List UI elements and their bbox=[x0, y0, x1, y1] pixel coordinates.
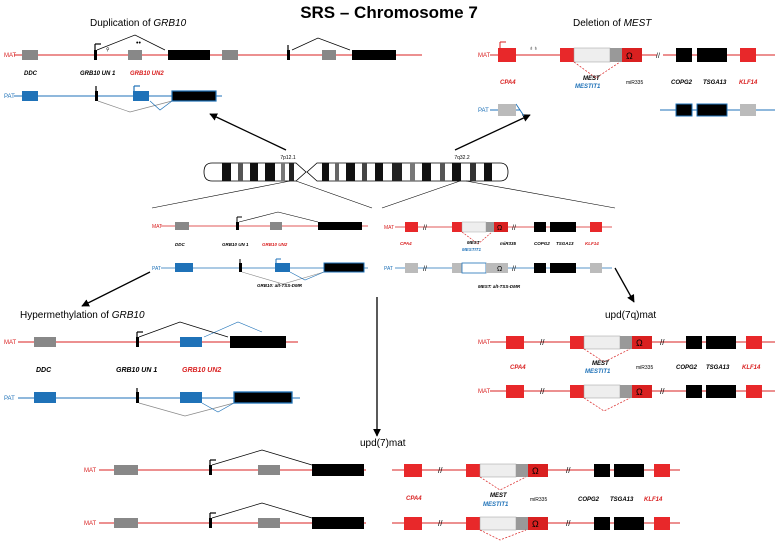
upd7-mat-panel: MAT // Ω // CPA4 MEST MESTIT1 miR335 COP… bbox=[84, 449, 680, 541]
svg-text:Ω: Ω bbox=[532, 466, 539, 476]
svg-text:TSGA13: TSGA13 bbox=[706, 365, 730, 371]
svg-text:MAT: MAT bbox=[478, 389, 491, 395]
svg-text:COPG2: COPG2 bbox=[534, 241, 550, 246]
mat-label: MAT bbox=[4, 53, 17, 59]
svg-text:GRB10: alt-TSS-DMR: GRB10: alt-TSS-DMR bbox=[257, 283, 303, 288]
svg-text://: // bbox=[512, 266, 516, 273]
svg-text:GRB10 UN2: GRB10 UN2 bbox=[130, 71, 164, 77]
svg-text:PAT: PAT bbox=[384, 266, 393, 272]
mir335-omega-icon: Ω bbox=[626, 51, 633, 61]
svg-text:KLF14: KLF14 bbox=[739, 80, 758, 86]
svg-text:MAT: MAT bbox=[152, 224, 162, 230]
hypermethylation-grb10-panel: MAT DDC GRB10 UN 1 GRB10 UN2 PAT bbox=[4, 321, 300, 417]
methyl-dots-icon: •• bbox=[136, 40, 141, 47]
svg-text:Ω: Ω bbox=[532, 519, 539, 529]
svg-text:MEST: MEST bbox=[592, 361, 610, 367]
svg-text:KLF14: KLF14 bbox=[742, 365, 761, 371]
svg-text:GRB10 UN2: GRB10 UN2 bbox=[262, 242, 288, 247]
svg-text:miR335: miR335 bbox=[626, 80, 643, 86]
svg-text:KLF14: KLF14 bbox=[644, 497, 663, 503]
arrow-to-deletion bbox=[454, 114, 531, 151]
duplication-panel-title: Duplication of GRB10 bbox=[90, 18, 187, 29]
svg-text://: // bbox=[660, 338, 665, 347]
svg-text:COPG2: COPG2 bbox=[676, 365, 698, 371]
svg-text:MESTIT1: MESTIT1 bbox=[483, 502, 509, 508]
svg-text:DDC: DDC bbox=[175, 242, 185, 247]
svg-text://: // bbox=[423, 266, 427, 273]
svg-text:TSGA13: TSGA13 bbox=[610, 497, 634, 503]
svg-text:GRB10 UN2: GRB10 UN2 bbox=[182, 367, 221, 374]
arrow-to-upd7q bbox=[614, 267, 635, 303]
svg-text:miR335: miR335 bbox=[500, 241, 517, 246]
svg-text:PAT: PAT bbox=[478, 108, 489, 114]
svg-text:MAT: MAT bbox=[478, 53, 491, 59]
svg-text:MEST: alt-TSS-DMR: MEST: alt-TSS-DMR bbox=[478, 284, 521, 289]
arrow-to-duplication bbox=[209, 113, 287, 151]
pat-label: PAT bbox=[4, 94, 15, 100]
svg-text:MAT: MAT bbox=[4, 340, 17, 346]
svg-text:GRB10 UN 1: GRB10 UN 1 bbox=[222, 242, 249, 247]
ddc-exon bbox=[22, 50, 38, 60]
svg-text:MAT: MAT bbox=[478, 340, 491, 346]
svg-text:COPG2: COPG2 bbox=[671, 80, 693, 86]
svg-text:Ω: Ω bbox=[497, 266, 502, 273]
svg-text:Ω: Ω bbox=[636, 338, 643, 348]
svg-text:CPA4: CPA4 bbox=[500, 80, 516, 86]
svg-text://: // bbox=[438, 519, 443, 528]
svg-text:GRB10 UN 1: GRB10 UN 1 bbox=[80, 71, 116, 77]
duplication-grb10-panel: MAT ⚲ •• DDC GRB10 UN 1 GRB10 UN2 PAT bbox=[4, 34, 422, 113]
svg-text:PAT: PAT bbox=[152, 266, 161, 272]
svg-text:TSGA13: TSGA13 bbox=[703, 80, 727, 86]
svg-text://: // bbox=[438, 466, 443, 475]
svg-text:Ω: Ω bbox=[497, 225, 502, 232]
figure-title: SRS – Chromosome 7 bbox=[300, 3, 478, 22]
upd7q-panel-title: upd(7q)mat bbox=[605, 310, 656, 321]
svg-text:MEST: MEST bbox=[467, 240, 481, 245]
svg-text:MAT: MAT bbox=[84, 521, 97, 527]
imprinting-center-icon: ♁♁ bbox=[529, 46, 538, 52]
svg-text://: // bbox=[423, 225, 427, 232]
svg-text:miR335: miR335 bbox=[530, 497, 547, 503]
svg-text:MESTIT1: MESTIT1 bbox=[575, 84, 601, 90]
deletion-mest-panel: MAT ♁♁ Ω // CPA4 MEST MESTIT1 miR335 COP… bbox=[478, 41, 775, 117]
upd7-panel-title: upd(7)mat bbox=[360, 438, 406, 449]
svg-text://: // bbox=[540, 387, 545, 396]
methyl-lollipop-icon: ⚲ bbox=[106, 47, 110, 53]
svg-text:MAT: MAT bbox=[84, 468, 97, 474]
svg-text:MEST: MEST bbox=[490, 493, 508, 499]
svg-text:MAT: MAT bbox=[384, 225, 394, 231]
upd7q-mat-panel: MAT // Ω // CPA4 MEST MESTIT1 miR335 COP… bbox=[478, 335, 775, 412]
hypermethylation-panel-title: Hypermethylation of GRB10 bbox=[20, 310, 145, 321]
arrow-to-hypermethylation bbox=[81, 271, 151, 307]
svg-text:DDC: DDC bbox=[24, 71, 38, 77]
svg-text:COPG2: COPG2 bbox=[578, 497, 600, 503]
svg-text:MESTIT1: MESTIT1 bbox=[462, 247, 481, 252]
band-label-7p12-1: 7p12.1 bbox=[280, 155, 296, 161]
svg-text:DDC: DDC bbox=[36, 367, 52, 374]
chromosome-7-ideogram bbox=[203, 162, 509, 182]
svg-text:Ω: Ω bbox=[636, 387, 643, 397]
svg-text:CPA4: CPA4 bbox=[406, 496, 422, 502]
svg-text://: // bbox=[566, 519, 571, 528]
svg-text:KLF14: KLF14 bbox=[585, 241, 599, 246]
svg-text:MESTIT1: MESTIT1 bbox=[585, 369, 611, 375]
svg-text:GRB10 UN 1: GRB10 UN 1 bbox=[116, 367, 157, 374]
svg-text:CPA4: CPA4 bbox=[510, 365, 526, 371]
normal-grb10-locus: MAT DDC GRB10 UN 1 GRB10 UN2 PAT GRB10: … bbox=[152, 211, 368, 288]
normal-mest-locus: MAT // Ω // CPA4 MEST MESTIT1 miR335 COP… bbox=[384, 221, 612, 289]
svg-text:PAT: PAT bbox=[4, 396, 15, 402]
band-label-7q32-2: 7q32.2 bbox=[454, 155, 470, 161]
svg-text:TSGA13: TSGA13 bbox=[556, 241, 574, 246]
svg-text://: // bbox=[512, 225, 516, 232]
svg-text:CPA4: CPA4 bbox=[400, 241, 412, 246]
svg-text://: // bbox=[566, 466, 571, 475]
svg-text:miR335: miR335 bbox=[636, 365, 653, 371]
svg-text://: // bbox=[660, 387, 665, 396]
svg-text://: // bbox=[540, 338, 545, 347]
svg-text://: // bbox=[656, 53, 660, 60]
grb10-body-exon bbox=[168, 50, 210, 60]
svg-text:MEST: MEST bbox=[583, 76, 601, 82]
deletion-panel-title: Deletion of MEST bbox=[573, 18, 652, 29]
